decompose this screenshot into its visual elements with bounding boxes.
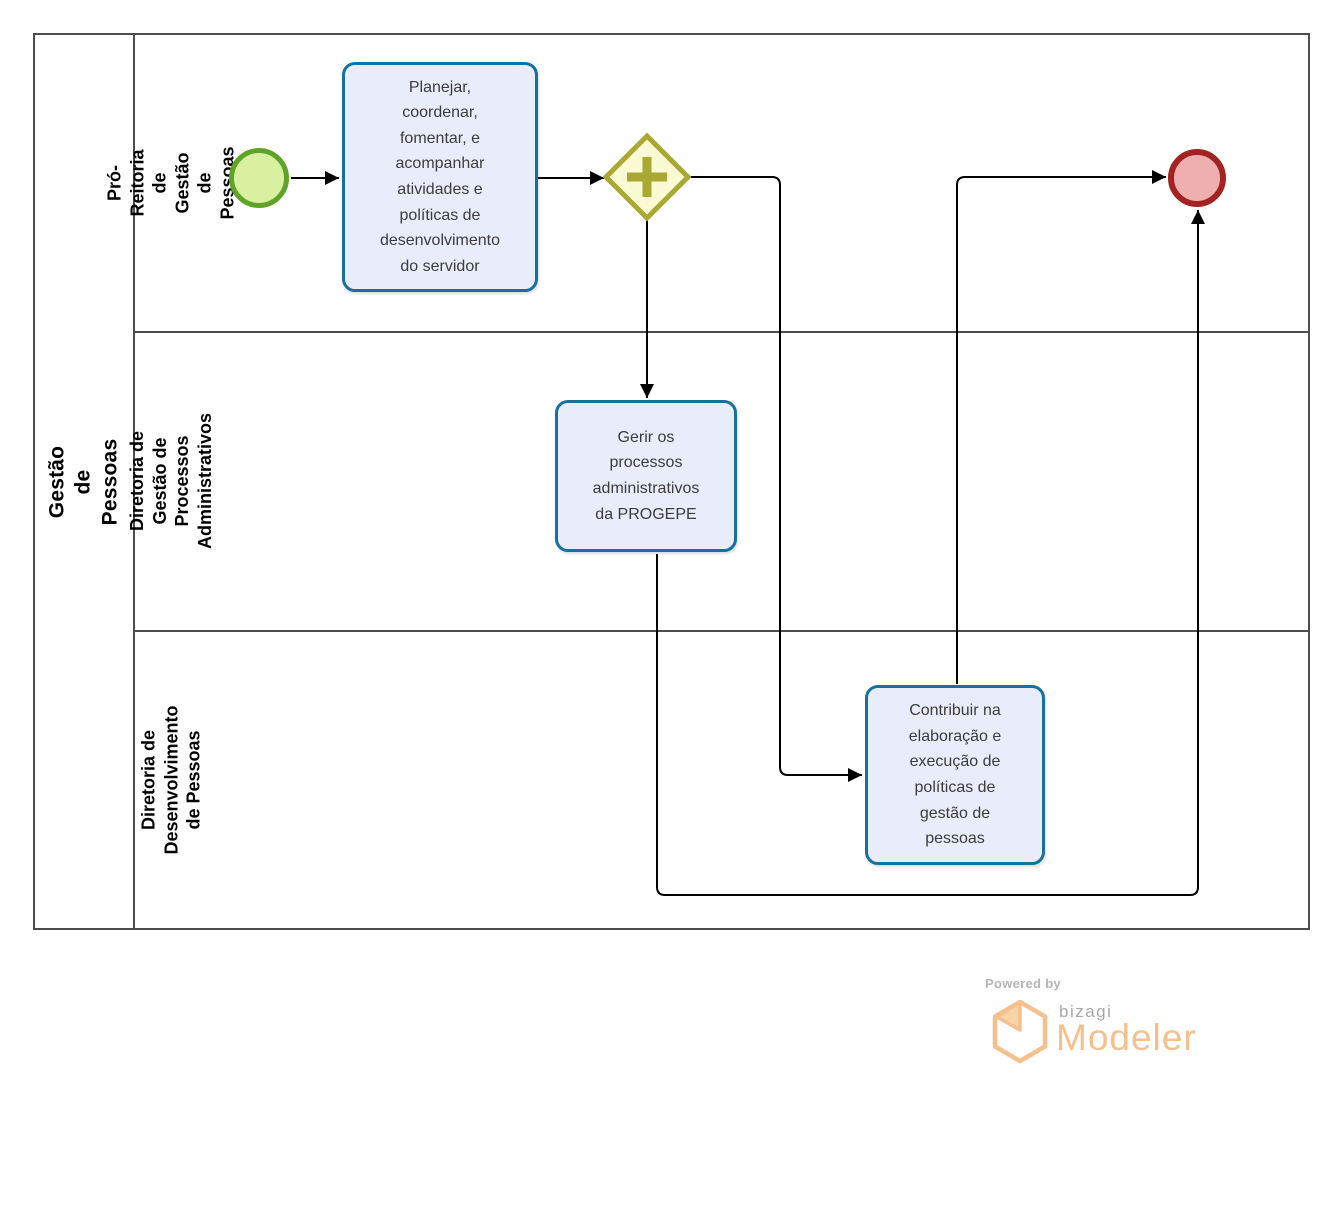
flow-gateway-to-contribuir — [690, 176, 862, 782]
task-gerir-label: Gerir os processos administrativos da PR… — [592, 428, 700, 523]
parallel-gateway — [602, 132, 692, 222]
end-event — [1168, 149, 1226, 207]
task-planejar: Planejar, coordenar, fomentar, e acompan… — [342, 62, 538, 292]
bizagi-wordmark: bizagi — [1059, 1002, 1113, 1021]
lane-diretoria-desenvolvimento: Diretoria de Desenvolvimento de Pessoas — [135, 629, 1308, 928]
brand-row: bizagi Modeler — [985, 999, 1245, 1069]
bizagi-logo-icon — [992, 999, 1048, 1064]
lane-set: Pró-Reitoria de Gestão de Pessoas Direto… — [105, 35, 1308, 928]
flow-contribuir-to-end — [956, 170, 1166, 684]
lane-diretoria-processos: Diretoria de Gestão de Processos Adminis… — [127, 331, 1308, 629]
flow-gerir-to-end — [656, 210, 1205, 896]
task-contribuir: Contribuir na elaboração e execução de p… — [865, 685, 1045, 865]
task-gerir: Gerir os processos administrativos da PR… — [555, 400, 737, 552]
bizagi-footer: Powered by bizagi Modeler — [985, 976, 1245, 1069]
modeler-wordmark: Modeler — [1056, 1017, 1197, 1058]
start-event — [229, 148, 289, 208]
task-planejar-label: Planejar, coordenar, fomentar, e acompan… — [379, 78, 501, 275]
plus-icon — [627, 157, 667, 197]
pool-header: Gestão de Pessoas — [35, 35, 135, 928]
powered-by-text: Powered by — [985, 976, 1061, 991]
task-contribuir-label: Contribuir na elaboração e execução de p… — [908, 702, 1002, 848]
